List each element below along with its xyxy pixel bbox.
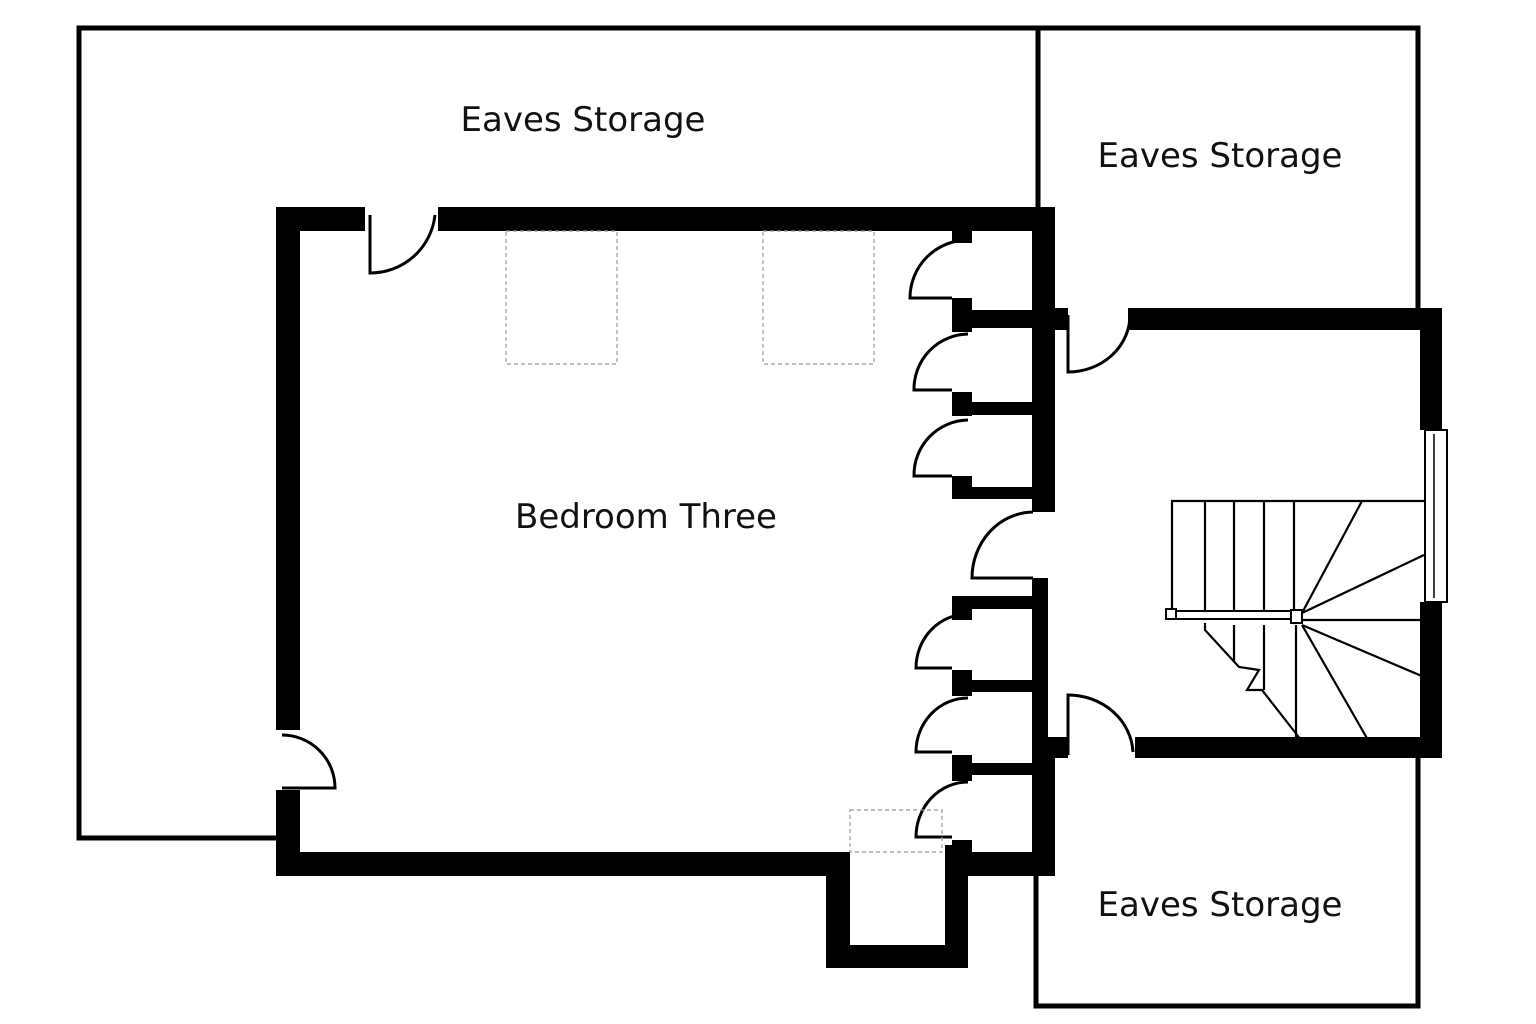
door-landing-eaves-top [1066, 314, 1132, 374]
staircase [1165, 499, 1425, 741]
room-label-eaves-bottom-right: Eaves Storage [1098, 885, 1343, 925]
door-bedroom-eaves-top [368, 214, 437, 275]
room-label-eaves-top-right: Eaves Storage [1098, 136, 1343, 176]
eaves-outline [76, 25, 1421, 1009]
hall-walls [1048, 308, 1442, 758]
room-label-eaves-top-left: Eaves Storage [461, 100, 706, 140]
room-label-bedroom-three: Bedroom Three [515, 497, 777, 537]
bedroom-walls [276, 207, 1055, 968]
skylights [505, 230, 943, 853]
door-landing-eaves-bottom [1066, 693, 1135, 755]
doors [281, 214, 1135, 839]
door-bedroom-landing [970, 510, 1034, 580]
cupboard-partitions [952, 231, 1042, 854]
door-bedroom-eaves-left [281, 733, 337, 790]
window [1424, 429, 1448, 603]
